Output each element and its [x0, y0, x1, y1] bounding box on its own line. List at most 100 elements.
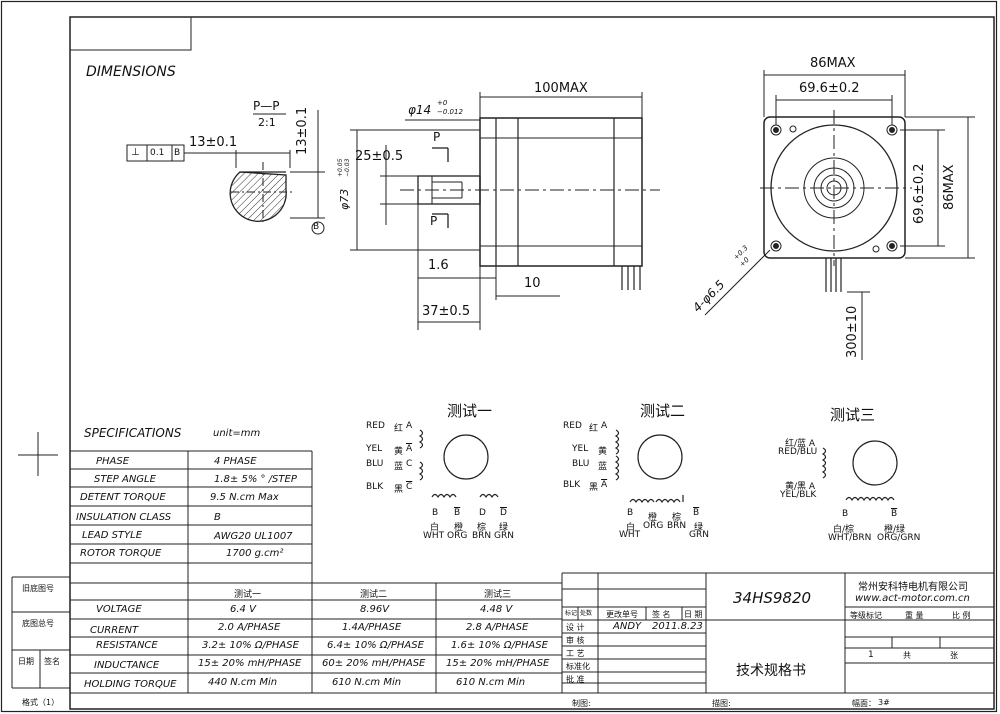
dim-overall-height: 86MAX [942, 164, 957, 210]
wire-label: YEL/BLK [780, 490, 817, 500]
wire-label: B [693, 508, 700, 518]
wire-label: YEL [366, 444, 383, 454]
tb-count: 处数 [580, 610, 593, 617]
tb-date: 日 期 [684, 610, 703, 619]
wire-label: 橙/绿 [884, 525, 906, 535]
tb-ratio: 比 例 [952, 611, 971, 620]
wire-label: 棕 [477, 523, 487, 533]
spec-value: 1700 g.cm² [226, 548, 284, 559]
tb-size-value: 3# [878, 698, 890, 707]
test-value: 1.4A/PHASE [342, 622, 402, 633]
dim-key-length: 25±0.5 [355, 149, 404, 164]
test-value: 610 N.cm Min [332, 677, 402, 688]
wire-label: 棕 [672, 513, 682, 523]
margin-old-no: 旧底图号 [22, 584, 54, 593]
test-value: 440 N.cm Min [208, 677, 278, 688]
wire-label: A [406, 444, 413, 454]
tb-desc: 描图: [712, 699, 731, 708]
wire-label: BLU [366, 459, 384, 469]
wire-label: A [406, 421, 413, 431]
wire-label: GRN [689, 530, 709, 540]
wire-label: B [432, 508, 439, 518]
section-scale: 2:1 [258, 116, 276, 129]
wire-label: 黑 [394, 485, 404, 495]
test-value: 60± 20% mH/PHASE [322, 658, 426, 669]
test-value: 4.48 V [480, 604, 513, 615]
tb-design: 设 计 [566, 623, 585, 632]
datum-b: B [313, 222, 320, 232]
margin-sign: 签名 [44, 657, 60, 666]
wire-label: ORG [447, 531, 468, 541]
wire-label: B [891, 509, 898, 519]
dim-lead-length: 300±10 [845, 305, 860, 358]
tb-size: 幅面： [852, 699, 876, 708]
margin-date: 日期 [18, 657, 34, 666]
test-value: 8.96V [360, 604, 390, 615]
specs-unit: unit=mm [213, 428, 261, 439]
tb-mark: 标记 [565, 610, 578, 617]
section-label: P—P [253, 99, 280, 113]
spec-label: PHASE [96, 456, 130, 467]
test-label: HOLDING TORQUE [84, 679, 177, 690]
test-label: RESISTANCE [96, 640, 158, 651]
margin-base-no: 底图总号 [22, 619, 54, 628]
wire-label: B [627, 508, 634, 518]
tb-doc: 更改单号 [606, 610, 638, 619]
wire-label: BRN [667, 521, 687, 531]
test-value: 15± 20% mH/PHASE [198, 658, 302, 669]
wire-label: 黄/黑 A [785, 482, 816, 492]
dim-overall-width: 86MAX [810, 56, 856, 71]
wire-label: B [454, 508, 461, 518]
dim-length-max: 100MAX [534, 81, 588, 96]
wire-label: 蓝 [598, 462, 608, 472]
dim-shaft-dia: φ14 [408, 103, 432, 117]
tb-standard: 标准化 [566, 662, 590, 671]
spec-label: ROTOR TORQUE [80, 548, 162, 559]
wire-label: D [479, 508, 486, 518]
wire-label: RED [366, 421, 385, 431]
test-value: 2.0 A/PHASE [218, 622, 281, 633]
tb-sign: 签 名 [652, 610, 671, 619]
dim-section-flat: 13±0.1 [189, 135, 238, 150]
spec-value: AWG20 UL1007 [214, 531, 293, 542]
test-value: 3.2± 10% Ω/PHASE [202, 640, 299, 651]
test-label: CURRENT [90, 625, 139, 636]
dimensions-title: DIMENSIONS [86, 64, 176, 80]
test-header: 测试二 [360, 590, 388, 600]
wire-label: 黄 [598, 447, 608, 457]
wire-label: WHT/BRN [828, 533, 872, 543]
dim-bolt-width: 69.6±0.2 [799, 81, 860, 96]
spec-value: 1.8± 5% ° /STEP [214, 474, 297, 485]
wire-label: 橙 [648, 513, 658, 523]
tb-sheet-num: 1 [868, 650, 874, 660]
spec-value: B [214, 512, 221, 523]
wiring-title-2: 测试二 [640, 402, 686, 420]
flatness-symbol: ⊥ [131, 147, 140, 158]
section-mark-bottom: P [430, 214, 438, 228]
dim-shaft-length: 37±0.5 [422, 304, 471, 319]
spec-label: INSULATION CLASS [76, 512, 172, 523]
dim-pilot-depth: 1.6 [428, 258, 449, 273]
model-number: 34HS9820 [733, 589, 812, 607]
tb-designer: ANDY [613, 621, 642, 632]
wire-label: C [406, 459, 413, 469]
test-value: 6.4 V [230, 604, 256, 615]
wiring-title-1: 测试一 [447, 402, 493, 420]
dim-pilot-tol-up: +0.05 [337, 158, 344, 177]
tb-total: 共 [903, 651, 911, 660]
tb-approve: 批 准 [566, 675, 585, 684]
tb-stage: 等级标记 [850, 611, 882, 620]
tb-weight: 重 量 [905, 611, 924, 620]
tb-review: 审 核 [566, 636, 585, 645]
wire-label: RED [563, 421, 582, 431]
wire-label: 红 [394, 424, 404, 434]
doc-title: 技术规格书 [736, 663, 806, 679]
test-value: 610 N.cm Min [456, 677, 526, 688]
dim-section-height: 13±0.1 [295, 106, 310, 155]
dim-shaft-tol-up: +0 [437, 99, 448, 107]
spec-label: DETENT TORQUE [80, 492, 166, 503]
wire-label: 白/棕 [833, 525, 855, 535]
wire-label: RED/BLU [778, 447, 818, 457]
wire-label: ORG/GRN [877, 533, 921, 543]
